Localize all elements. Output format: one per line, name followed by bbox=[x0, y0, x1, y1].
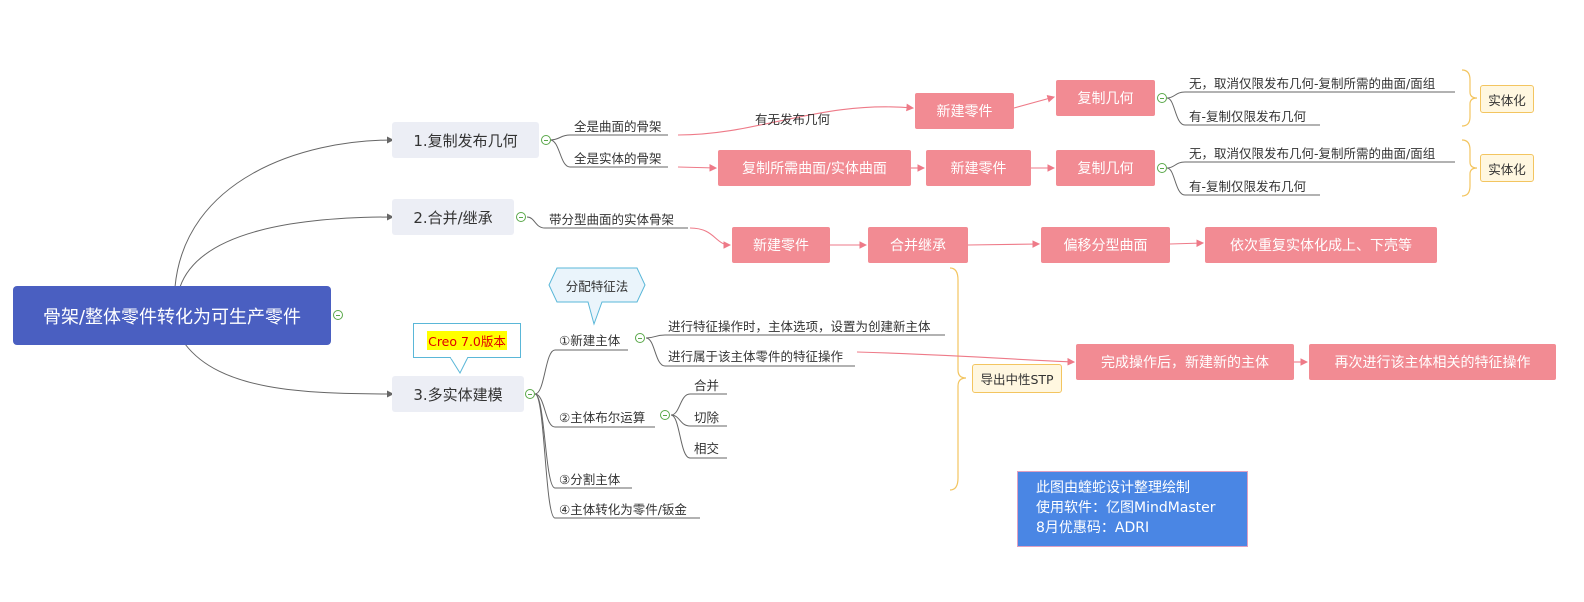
callout-assign-feature-shape bbox=[548, 267, 646, 326]
collapse-toggle-branch3[interactable] bbox=[525, 389, 535, 399]
info-box: 此图由蝰蛇设计整理绘制 使用软件：亿图MindMaster 8月优惠码：ADRI bbox=[1017, 471, 1248, 547]
leaf-solid-skeleton[interactable]: 全是实体的骨架 bbox=[574, 150, 662, 166]
node-after-done-new-body[interactable]: 完成操作后，新建新的主体 bbox=[1076, 344, 1294, 380]
leaf-solid-skeleton-parting[interactable]: 带分型曲面的实体骨架 bbox=[549, 211, 675, 227]
leaf-boolean-intersect[interactable]: 相交 bbox=[694, 440, 720, 456]
root-label: 骨架/整体零件转化为可生产零件 bbox=[42, 306, 302, 328]
branch-copy-publish-geometry[interactable]: 1.复制发布几何 bbox=[392, 122, 539, 158]
info-line-coupon: 8月优惠码：ADRI bbox=[1036, 520, 1150, 536]
leaf-new-body[interactable]: ①新建主体 bbox=[559, 332, 621, 348]
leaf-body-boolean[interactable]: ②主体布尔运算 bbox=[559, 409, 646, 425]
branch-multibody-modeling[interactable]: 3.多实体建模 bbox=[392, 376, 524, 412]
collapse-toggle-new-body[interactable] bbox=[635, 333, 645, 343]
node-repeat-body-ops[interactable]: 再次进行该主体相关的特征操作 bbox=[1309, 344, 1556, 380]
tag-solidify-1[interactable]: 实体化 bbox=[1480, 85, 1534, 113]
collapse-toggle-copy-geom-1[interactable] bbox=[1157, 93, 1167, 103]
collapse-toggle-copy-geom-2[interactable] bbox=[1157, 163, 1167, 173]
leaf-boolean-cut[interactable]: 切除 bbox=[694, 409, 720, 425]
root-node[interactable]: 骨架/整体零件转化为可生产零件 bbox=[13, 286, 331, 345]
collapse-toggle-root[interactable] bbox=[333, 310, 343, 320]
leaf-surface-skeleton[interactable]: 全是曲面的骨架 bbox=[574, 118, 662, 134]
leaf-boolean-merge[interactable]: 合并 bbox=[694, 377, 720, 393]
callout-creo-version[interactable]: Creo 7.0版本 bbox=[413, 323, 521, 358]
node-new-part-solid[interactable]: 新建零件 bbox=[926, 150, 1031, 186]
leaf-option-yes[interactable]: 有-复制仅限发布几何 bbox=[1189, 108, 1307, 124]
info-line-author: 此图由蝰蛇设计整理绘制 bbox=[1036, 480, 1190, 496]
node-step-merge-inherit[interactable]: 合并继承 bbox=[868, 227, 968, 263]
tag-solidify-2[interactable]: 实体化 bbox=[1480, 154, 1534, 182]
tag-export-stp[interactable]: 导出中性STP bbox=[972, 364, 1062, 393]
branch-merge-inherit[interactable]: 2.合并/继承 bbox=[392, 199, 514, 235]
node-new-part-surface[interactable]: 新建零件 bbox=[915, 93, 1014, 129]
node-step-offset-parting[interactable]: 偏移分型曲面 bbox=[1041, 227, 1170, 263]
label-check-publish-geometry: 有无发布几何 bbox=[755, 111, 831, 127]
callout-creo-pointer bbox=[449, 357, 469, 375]
leaf-option-none[interactable]: 无，取消仅限发布几何-复制所需的曲面/面组 bbox=[1189, 75, 1436, 91]
node-copy-geometry-solid[interactable]: 复制几何 bbox=[1056, 150, 1155, 186]
collapse-toggle-branch2[interactable] bbox=[516, 212, 526, 222]
leaf-option-none-2[interactable]: 无，取消仅限发布几何-复制所需的曲面/面组 bbox=[1189, 145, 1436, 161]
leaf-option-yes-2[interactable]: 有-复制仅限发布几何 bbox=[1189, 178, 1307, 194]
node-step-new-part[interactable]: 新建零件 bbox=[732, 227, 830, 263]
collapse-toggle-boolean[interactable] bbox=[660, 410, 670, 420]
leaf-feature-op-body-part[interactable]: 进行属于该主体零件的特征操作 bbox=[668, 348, 844, 364]
leaf-body-to-part[interactable]: ④主体转化为零件/钣金 bbox=[559, 501, 687, 517]
node-step-repeat-solidify[interactable]: 依次重复实体化成上、下壳等 bbox=[1205, 227, 1437, 263]
info-line-software: 使用软件：亿图MindMaster bbox=[1036, 500, 1216, 516]
leaf-split-body[interactable]: ③分割主体 bbox=[559, 471, 621, 487]
node-copy-geometry-surface[interactable]: 复制几何 bbox=[1056, 80, 1155, 116]
collapse-toggle-branch1[interactable] bbox=[541, 135, 551, 145]
callout-assign-feature[interactable]: 分配特征法 bbox=[565, 278, 629, 294]
leaf-feature-op-new-body[interactable]: 进行特征操作时，主体选项，设置为创建新主体 bbox=[668, 318, 931, 334]
node-copy-required-surfaces[interactable]: 复制所需曲面/实体曲面 bbox=[718, 150, 911, 186]
